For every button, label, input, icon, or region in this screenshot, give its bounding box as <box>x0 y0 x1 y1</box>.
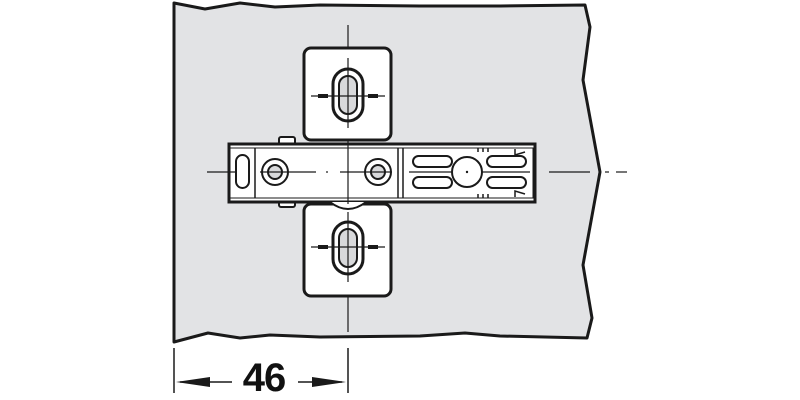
hinge-arm <box>227 136 537 210</box>
crosshair-icon <box>311 58 385 128</box>
dimension-46 <box>173 348 349 393</box>
arrow-right-icon <box>312 377 346 387</box>
centerline-horizontal <box>207 140 627 204</box>
crosshair-icon <box>311 212 385 282</box>
arrow-left-icon <box>176 377 210 387</box>
mounting-plate-wing-top <box>302 46 393 142</box>
mounting-plate-wing-bottom <box>302 202 393 298</box>
dimension-value: 46 <box>242 356 287 400</box>
